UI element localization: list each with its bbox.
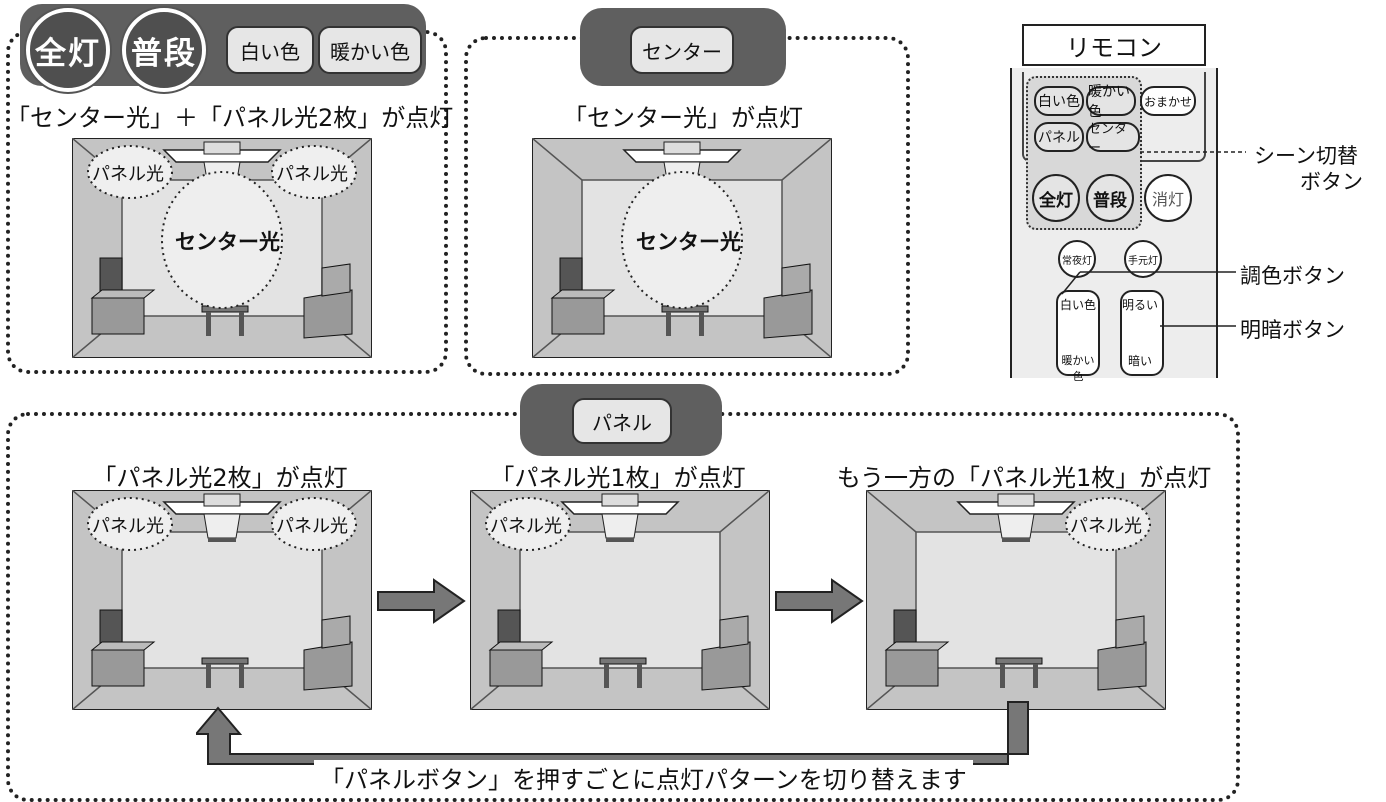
scene3-right-label: パネル光: [1070, 516, 1142, 537]
room-panel-other: [866, 490, 1166, 710]
remote-color-rocker: [1056, 290, 1100, 376]
right-arrow-icon: [377, 578, 466, 624]
remote-white-button[interactable]: 白い色: [1034, 86, 1084, 116]
remote-off-button[interactable]: 消灯: [1144, 174, 1192, 222]
remote-color-up-button[interactable]: 白い色: [1059, 298, 1096, 312]
normal-button[interactable]: 普段: [122, 8, 206, 92]
footer-text: 「パネルボタン」を押すごとに点灯パターンを切り替えます: [314, 760, 973, 795]
right-arrow-icon: [775, 578, 864, 624]
remote-normal-button[interactable]: 普段: [1086, 174, 1134, 222]
color-button-callout: 調色ボタン: [1240, 264, 1345, 288]
warm-color-button[interactable]: 暖かい色: [318, 26, 422, 74]
scene2-heading: 「パネル光1枚」が点灯: [490, 464, 746, 492]
remote-bright-down-button[interactable]: 暗い: [1127, 354, 1152, 368]
all-on-button[interactable]: 全灯: [26, 8, 110, 92]
remote-center-button[interactable]: センター: [1086, 122, 1140, 156]
remote-night-button[interactable]: 常夜灯: [1058, 240, 1096, 278]
scene1-left-label: パネル光: [92, 516, 164, 537]
center-light-heading: 「センター光」が点灯: [563, 104, 803, 132]
full-light-heading: 「センター光」＋「パネル光2枚」が点灯: [6, 104, 454, 132]
remote-bright-up-button[interactable]: 明るい: [1121, 298, 1158, 312]
scene-switch-callout: シーン切替: [1254, 144, 1358, 168]
scene1-right-label: パネル光: [276, 516, 348, 537]
room-center-light: [532, 138, 832, 358]
remote-warm-button[interactable]: 暖かい色: [1086, 84, 1136, 120]
remote-color-down-button[interactable]: 暖かい色: [1061, 354, 1095, 383]
remote-callout-lines: [1061, 151, 1246, 327]
brightness-button-callout: 明暗ボタン: [1240, 318, 1345, 342]
scene-switch-callout-2: ボタン: [1300, 170, 1363, 194]
white-color-button[interactable]: 白い色: [226, 26, 314, 74]
panel-light-right-label: パネル光: [276, 164, 348, 185]
remote-omakase-button[interactable]: おまかせ: [1140, 86, 1196, 116]
center-button[interactable]: センター: [630, 26, 734, 74]
remote-all-on-button[interactable]: 全灯: [1032, 174, 1080, 222]
remote-bright-rocker: [1120, 290, 1164, 376]
scene2-left-label: パネル光: [490, 516, 562, 537]
panel-light-left-label: パネル光: [92, 164, 164, 185]
room-panel-2: [72, 490, 372, 710]
panel-button[interactable]: パネル: [572, 398, 672, 444]
room-full-light: [72, 138, 372, 358]
center-light-label: センター光: [175, 230, 280, 254]
remote-panel-button[interactable]: パネル: [1034, 122, 1084, 152]
scene1-heading: 「パネル光2枚」が点灯: [92, 464, 348, 492]
scene3-heading: もう一方の「パネル光1枚」が点灯: [836, 464, 1212, 492]
center-light-label-2: センター光: [636, 230, 741, 254]
room-panel-1: [470, 490, 770, 710]
remote-title: リモコン: [1022, 24, 1206, 66]
